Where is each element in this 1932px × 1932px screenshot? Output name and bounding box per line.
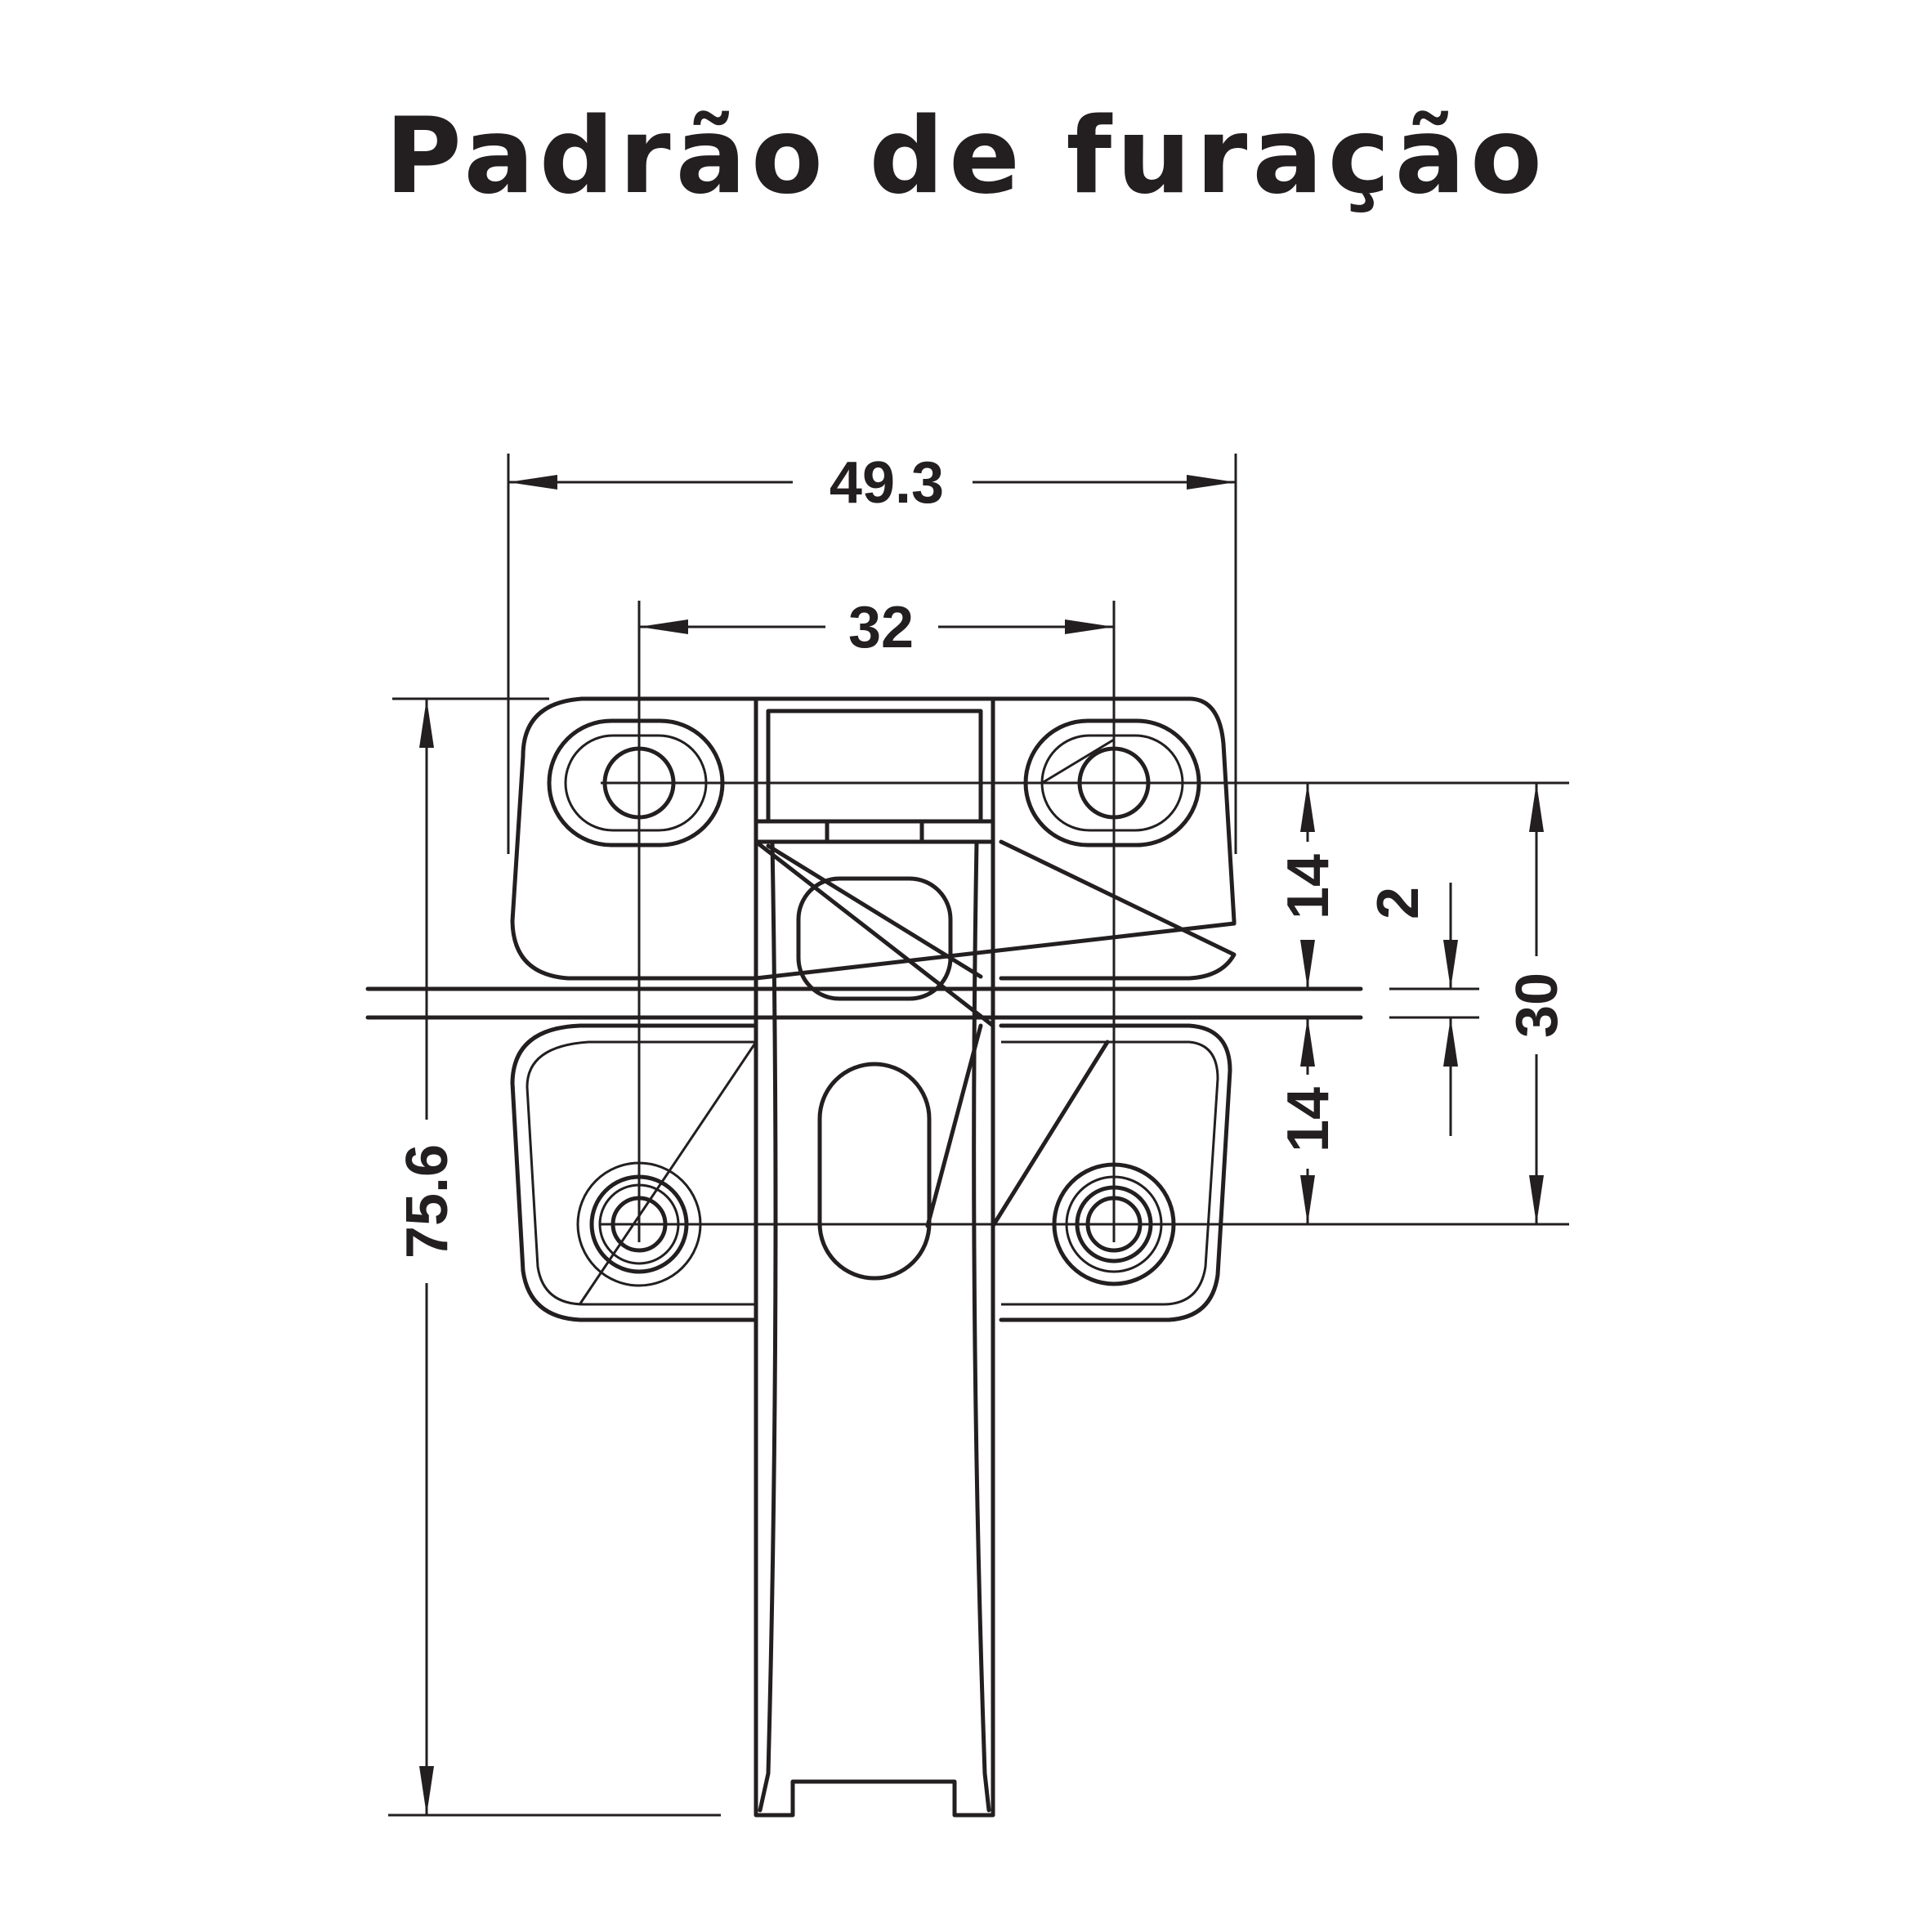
dimension-overall-width: 49.3 [508, 450, 1236, 516]
dimension-hole-spacing: 32 [639, 595, 1114, 660]
dim-gap-label: 2 [1366, 887, 1431, 919]
dimension-overall-height: 75.6 [395, 699, 460, 1815]
hinge-plate [510, 696, 1237, 1818]
dim-hole-row-spacing-label: 30 [1505, 973, 1570, 1038]
dimension-upper-offset: 14 [1276, 783, 1341, 989]
dimension-lower-offset: 14 [1276, 1017, 1341, 1224]
dim-lower-offset-label: 14 [1276, 1087, 1341, 1152]
dim-overall-width-label: 49.3 [830, 450, 944, 516]
hole-bottom-left [576, 1041, 758, 1304]
center-lines [365, 454, 1569, 1817]
dimension-hole-row-spacing: 30 [1505, 783, 1570, 1224]
dim-overall-height-label: 75.6 [395, 1144, 460, 1259]
page-title: Padrão de furação [385, 96, 1547, 217]
dim-hole-spacing-label: 32 [848, 595, 914, 660]
dimension-gap: 2 [1366, 883, 1458, 1136]
dim-upper-offset-label: 14 [1276, 854, 1341, 919]
